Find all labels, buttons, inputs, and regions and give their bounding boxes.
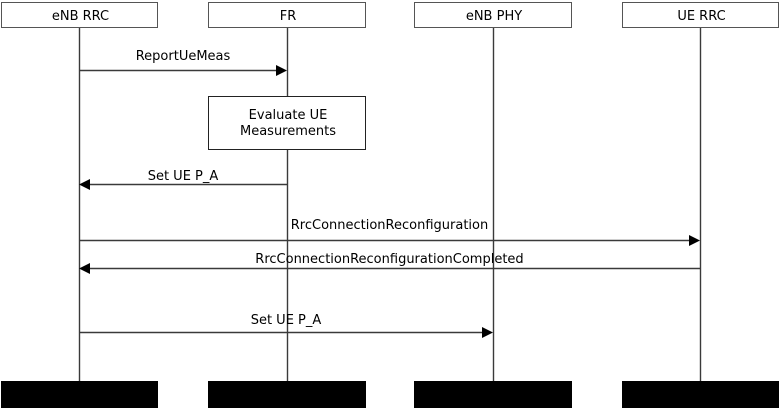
lifeline-header-enb-phy[interactable]: eNB PHY xyxy=(414,2,572,28)
lifeline-header-label-enb-rrc: eNB RRC xyxy=(51,8,110,24)
lifeline-header-label-ue-rrc: UE RRC xyxy=(677,8,726,24)
lifeline-header-label-enb-phy: eNB PHY xyxy=(465,8,523,24)
lifeline-footer-enb-rrc xyxy=(1,381,158,408)
lifeline-footer-fr xyxy=(208,381,366,408)
message-arrowhead-rrc-connection-reconfiguration-completed xyxy=(79,263,90,274)
lifeline-footer-ue-rrc xyxy=(622,381,779,408)
message-arrowhead-rrc-connection-reconfiguration xyxy=(689,235,700,246)
lifeline-header-ue-rrc[interactable]: UE RRC xyxy=(622,2,779,28)
activation-box-evaluate-ue-measurements[interactable]: Evaluate UE Measurements xyxy=(208,96,366,150)
message-arrowhead-set-ue-pa-fr-to-rrc xyxy=(79,179,90,190)
message-arrowhead-report-ue-meas xyxy=(276,65,287,76)
lifeline-lines-group xyxy=(78,28,702,381)
message-arrowhead-set-ue-pa-rrc-to-phy xyxy=(482,327,493,338)
activation-label-evaluate-ue-measurements: Evaluate UE Measurements xyxy=(239,108,337,139)
message-arrows-group xyxy=(79,65,701,338)
lifeline-header-label-fr: FR xyxy=(279,8,297,24)
lifeline-header-fr[interactable]: FR xyxy=(208,2,366,28)
lifeline-footer-enb-phy xyxy=(414,381,572,408)
lifeline-header-enb-rrc[interactable]: eNB RRC xyxy=(1,2,158,28)
